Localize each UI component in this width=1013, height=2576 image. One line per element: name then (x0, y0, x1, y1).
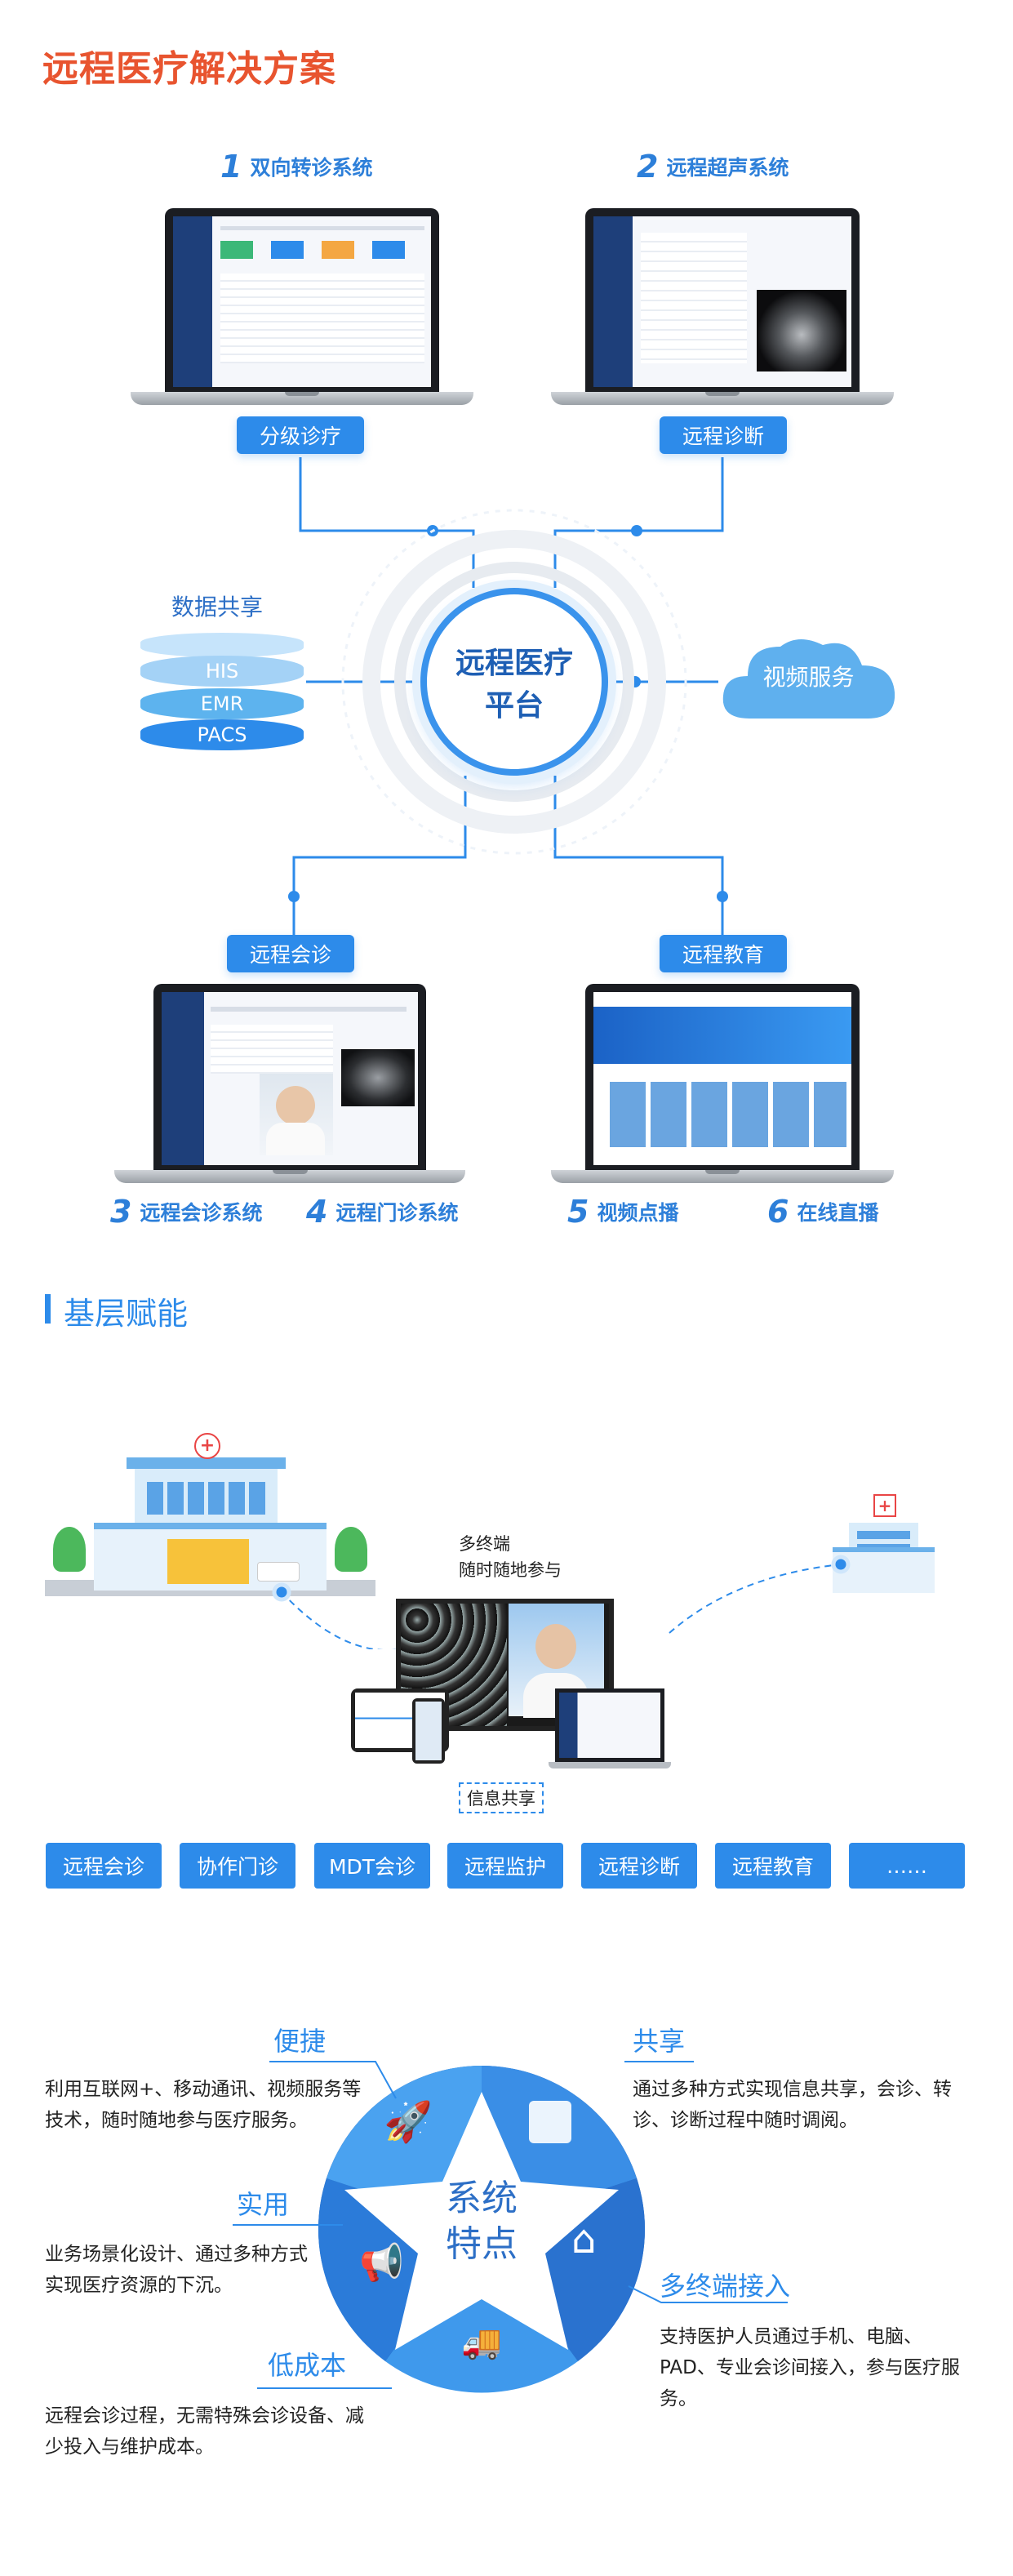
hospital-illustration: + (45, 1433, 375, 1596)
system-name: 在线直播 (797, 1201, 879, 1225)
megaphone-icon: 📢 (359, 2242, 404, 2284)
system-features-wheel (318, 2066, 646, 2393)
feature-title-practical: 实用 (237, 2189, 290, 2220)
platform-label-line2: 平台 (484, 689, 544, 723)
feature-collaborative-clinic[interactable]: 协作门诊 (180, 1843, 295, 1889)
system-number: 5 (567, 1194, 589, 1230)
laptop-small-device (549, 1688, 671, 1770)
info-share-label: 信息共享 (459, 1782, 544, 1813)
system-name: 双向转诊系统 (250, 156, 373, 180)
feature-remote-consultation[interactable]: 远程会诊 (46, 1843, 162, 1889)
document-icon (529, 2101, 571, 2143)
system-number: 3 (110, 1194, 132, 1230)
system-label-1: 1 双向转诊系统 (220, 151, 372, 182)
system-number: 6 (767, 1194, 789, 1230)
laptop-referral-system (131, 208, 473, 405)
dashed-connector (272, 1555, 851, 1649)
db-layer-his: HIS (140, 656, 304, 687)
system-number: 2 (637, 149, 659, 185)
data-share-title: 数据共享 (171, 594, 264, 621)
platform-label-line1: 远程医疗 (455, 647, 573, 680)
section-marker (45, 1294, 51, 1324)
system-label-3: 3 远程会诊系统 (110, 1196, 262, 1227)
system-label-4: 4 远程门诊系统 (306, 1196, 458, 1227)
feature-text-multi-terminal: 支持医护人员通过手机、电脑、PAD、专业会诊间接入，参与医疗服务。 (660, 2326, 960, 2409)
feature-remote-monitoring[interactable]: 远程监护 (447, 1843, 563, 1889)
ultrasound-system-screenshot (593, 216, 851, 387)
consultation-system-screenshot (162, 992, 418, 1165)
system-name: 远程会诊系统 (140, 1201, 263, 1225)
features-center-line1: 系统 (446, 2178, 518, 2219)
feature-title-multi-terminal: 多终端接入 (660, 2271, 791, 2302)
section-title-grassroots: 基层赋能 (64, 1296, 189, 1332)
page-title: 远程医疗解决方案 (42, 48, 336, 90)
multi-terminal-caption: 多终端 随时随地参与 (459, 1531, 562, 1583)
connector-lines (288, 457, 728, 935)
feature-title-low-cost: 低成本 (268, 2350, 347, 2381)
features-center-label: 系统 特点 (433, 2176, 531, 2267)
pill-tiered-diagnosis: 分级诊疗 (237, 416, 364, 454)
db-layer-emr: EMR (140, 688, 304, 719)
feature-remote-diagnosis[interactable]: 远程诊断 (581, 1843, 697, 1889)
system-name: 远程门诊系统 (335, 1201, 459, 1225)
cloud-icon (722, 638, 895, 719)
feature-mdt-consultation[interactable]: MDT会诊 (314, 1843, 430, 1889)
feature-title-convenient: 便捷 (273, 2026, 327, 2057)
small-hospital-illustration: + (833, 1490, 935, 1596)
system-name: 视频点播 (597, 1201, 679, 1225)
truck-icon: 🚚 (461, 2324, 502, 2361)
red-cross-icon: + (194, 1433, 220, 1459)
phone-device (412, 1698, 445, 1764)
education-system-screenshot (593, 992, 851, 1165)
db-layer-pacs: PACS (140, 719, 304, 750)
laptop-consultation-system (114, 984, 465, 1184)
system-label-2: 2 远程超声系统 (637, 151, 789, 182)
feature-remote-education[interactable]: 远程教育 (715, 1843, 831, 1889)
referral-system-screenshot (173, 216, 431, 387)
feature-title-sharing: 共享 (633, 2026, 686, 2057)
feature-text-practical: 业务场景化设计、通过多种方式实现医疗资源的下沉。 (45, 2244, 308, 2296)
system-label-6: 6 在线直播 (767, 1196, 878, 1227)
system-number: 1 (220, 149, 242, 185)
laptop-ultrasound-system (551, 208, 894, 405)
database-stack: HIS EMR PACS (140, 633, 304, 755)
multi-terminal-line2: 随时随地参与 (459, 1560, 562, 1580)
video-service-cloud: 视频服务 (717, 629, 900, 727)
red-cross-icon: + (873, 1494, 896, 1517)
system-name: 远程超声系统 (666, 156, 789, 180)
pill-remote-diagnosis: 远程诊断 (660, 416, 787, 454)
feature-text-sharing: 通过多种方式实现信息共享，会诊、转诊、诊断过程中随时调阅。 (633, 2079, 952, 2131)
video-service-label: 视频服务 (762, 664, 855, 691)
pill-remote-consultation: 远程会诊 (227, 935, 354, 972)
multi-terminal-line1: 多终端 (459, 1534, 510, 1554)
system-number: 4 (306, 1194, 328, 1230)
telemedicine-platform-center: 远程医疗 平台 (420, 588, 608, 776)
feature-text-convenient: 利用互联网+、移动通讯、视频服务等技术，随时随地参与医疗服务。 (45, 2079, 362, 2131)
feature-callout-lines (233, 2061, 788, 2389)
home-icon: ⌂ (571, 2217, 597, 2262)
system-label-5: 5 视频点播 (567, 1196, 678, 1227)
rocket-icon: 🚀 (384, 2099, 433, 2145)
pill-remote-education: 远程教育 (660, 935, 787, 972)
feature-more[interactable]: …… (849, 1843, 965, 1889)
features-center-line2: 特点 (446, 2223, 518, 2265)
laptop-education-system (551, 984, 894, 1184)
feature-text-low-cost: 远程会诊过程，无需特殊会诊设备、减少投入与维护成本。 (45, 2405, 364, 2458)
